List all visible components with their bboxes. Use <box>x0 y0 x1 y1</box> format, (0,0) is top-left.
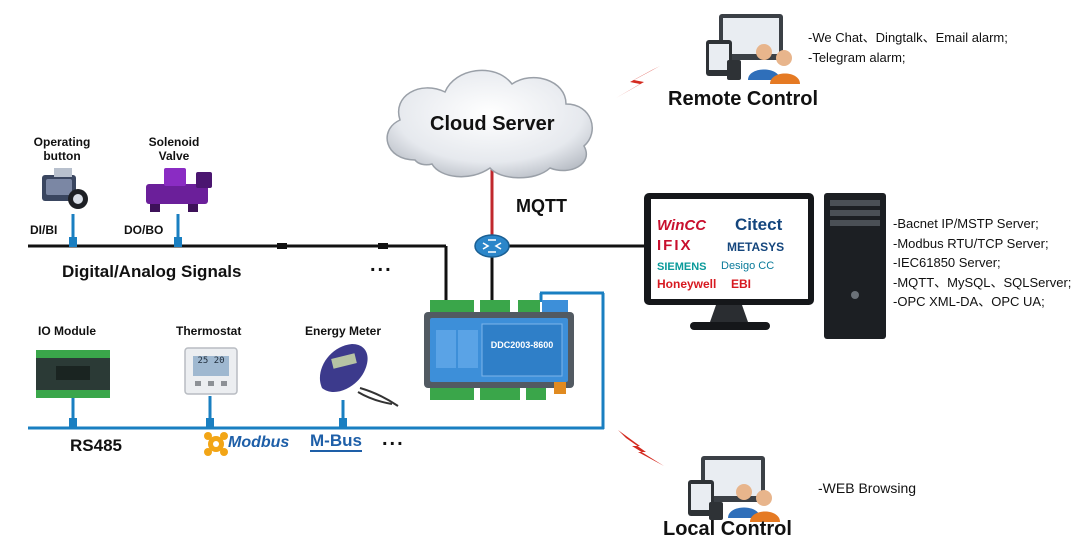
modbus-logo-text: Modbus <box>228 434 290 451</box>
device-model-label: DDC2003-8600 <box>490 340 554 350</box>
local-control-label: Local Control <box>663 518 792 540</box>
brand-siemens: SIEMENS <box>657 261 707 273</box>
router-icon <box>474 234 510 258</box>
bus-tick <box>378 243 388 249</box>
modbus-logo-icon <box>204 432 228 456</box>
brand-metasys: METASYS <box>727 240 785 254</box>
thermo-stem-node <box>206 418 214 428</box>
thermostat-label: Thermostat <box>176 324 242 338</box>
io-module-image <box>36 350 110 398</box>
thermostat-image <box>184 347 238 395</box>
cloud-shape <box>386 69 593 179</box>
operating-button-image <box>42 168 88 209</box>
energy-meter-image <box>319 344 399 407</box>
lightning-icon <box>616 66 660 98</box>
remote-control-label: Remote Control <box>668 88 818 110</box>
di-bi-label: DI/BI <box>30 223 58 237</box>
server-note-item: -OPC XML-DA、OPC UA; <box>893 294 1045 309</box>
pc-tower-image <box>824 193 886 339</box>
mbus-logo-text: M-Bus <box>310 431 362 452</box>
do-stem-node <box>174 237 182 247</box>
server-note-item: -Bacnet IP/MSTP Server; <box>893 216 1039 231</box>
solenoid-valve-image <box>146 168 212 212</box>
server-protocol-notes: -Bacnet IP/MSTP Server; -Modbus RTU/TCP … <box>893 214 1071 312</box>
remote-notes: -We Chat、Dingtalk、Email alarm; -Telegram… <box>808 28 1008 68</box>
local-note-item: -WEB Browsing <box>818 480 917 496</box>
io-stem-node <box>69 418 77 428</box>
io-module-label: IO Module <box>38 324 96 338</box>
brand-ifix: IFIX <box>657 237 693 254</box>
server-note-item: -IEC61850 Server; <box>893 255 1001 270</box>
solenoid-valve-label: Solenoid Valve <box>148 135 200 163</box>
bus-tick <box>277 243 287 249</box>
brand-citect: Citect <box>735 215 783 234</box>
brand-wincc: WinCC <box>657 217 707 234</box>
more-signals-ellipsis: ... <box>370 254 393 276</box>
remote-note-item: -Telegram alarm; <box>808 50 906 65</box>
lightning-icon <box>618 430 664 466</box>
brand-desigo: Desigo CC <box>721 260 775 272</box>
operating-button-label: Operating button <box>33 135 91 163</box>
ddc-controller-image <box>424 300 574 400</box>
cloud-server-label: Cloud Server <box>430 113 555 135</box>
remote-workstation-image <box>706 14 800 84</box>
server-note-item: -Modbus RTU/TCP Server; <box>893 235 1049 251</box>
thermostat-display: 25 20 <box>197 356 225 366</box>
meter-stem-node <box>339 418 347 428</box>
local-notes: -WEB Browsing <box>818 478 916 498</box>
local-workstation-image <box>688 456 780 522</box>
monitor-screen: WinCC Citect IFIX METASYS SIEMENS Desigo… <box>651 199 808 299</box>
di-stem-node <box>69 237 77 247</box>
more-buses-ellipsis: ... <box>382 428 405 450</box>
remote-note-item: -We Chat、Dingtalk、Email alarm; <box>808 30 1008 45</box>
brand-honeywell: Honeywell <box>657 277 717 291</box>
digital-analog-label: Digital/Analog Signals <box>62 262 242 281</box>
server-note-item: -MQTT、MySQL、SQLServer; <box>893 274 1072 290</box>
do-bo-label: DO/BO <box>124 223 164 237</box>
energy-meter-label: Energy Meter <box>305 324 382 338</box>
brand-ebi: EBI <box>731 277 752 291</box>
rs485-label: RS485 <box>70 436 122 455</box>
mqtt-label: MQTT <box>516 196 567 216</box>
